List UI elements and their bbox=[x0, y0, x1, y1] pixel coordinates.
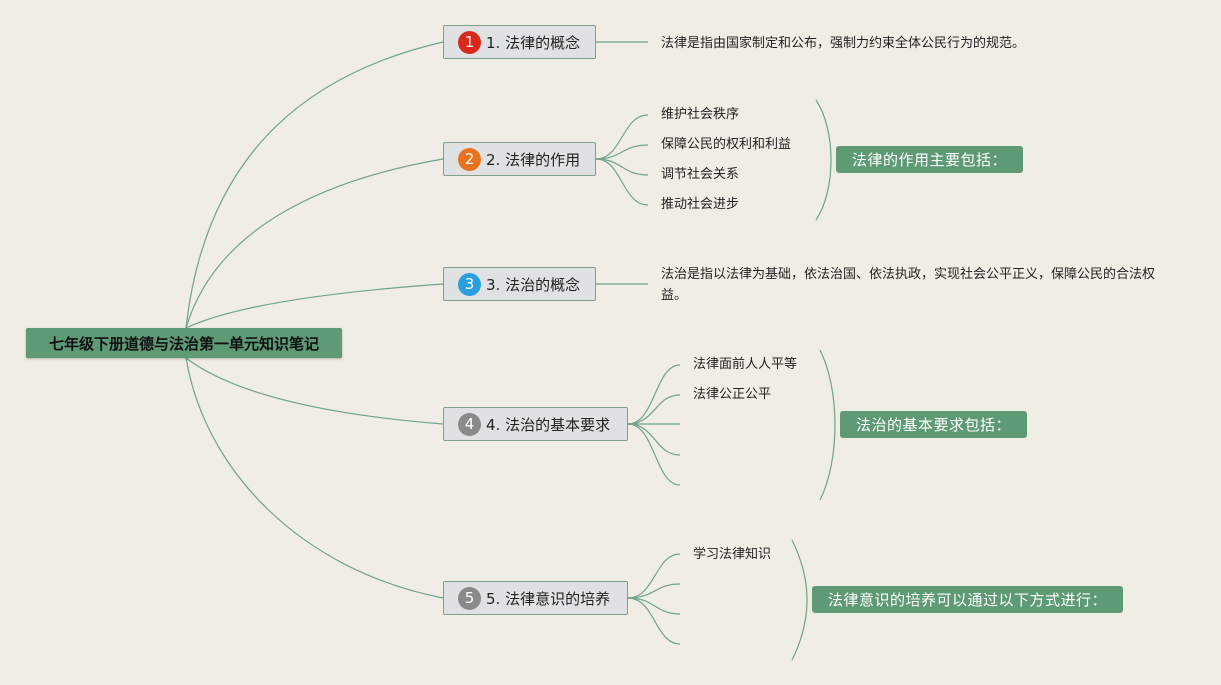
note-rule-of-law-concept: 法治是指以法律为基础，依法治国、依法执政，实现社会公平正义，保障公民的合法权益。 bbox=[661, 267, 1156, 303]
link-topic-5-leaf-4 bbox=[627, 597, 681, 645]
leaf-requirement-2[interactable]: 法律公正公平 bbox=[693, 387, 772, 402]
topic-rule-of-law-concept[interactable]: 3 3. 法治的概念 bbox=[443, 267, 596, 301]
topic-law-function[interactable]: 2 2. 法律的作用 bbox=[443, 142, 596, 176]
link-root-topic-5 bbox=[185, 357, 444, 599]
topic-label: 2. 法律的作用 bbox=[486, 150, 581, 169]
link-root-topic-3 bbox=[185, 283, 444, 329]
leaf-function-3[interactable]: 调节社会关系 bbox=[661, 167, 740, 182]
link-root-topic-2 bbox=[185, 158, 444, 329]
root-label: 七年级下册道德与法治第一单元知识笔记 bbox=[48, 334, 319, 353]
link-topic-4-leaf-2 bbox=[627, 394, 681, 425]
link-topic-5-leaf-2 bbox=[627, 583, 681, 599]
leaf-function-1[interactable]: 维护社会秩序 bbox=[661, 107, 740, 122]
link-topic-2-leaf-3 bbox=[595, 158, 649, 176]
link-root-topic-1 bbox=[185, 41, 444, 329]
topic-rule-of-law-requirements[interactable]: 4 4. 法治的基本要求 bbox=[443, 407, 628, 441]
topic-label: 1. 法律的概念 bbox=[486, 33, 581, 52]
link-topic-5-leaf-3 bbox=[627, 597, 681, 615]
link-topic-2-leaf-2 bbox=[595, 144, 649, 160]
number-badge-icon: 5 bbox=[458, 586, 481, 610]
link-topic-4-leaf-1 bbox=[627, 364, 681, 425]
link-root-topic-4 bbox=[185, 357, 444, 425]
link-topic-2-leaf-1 bbox=[595, 114, 649, 160]
brace-requirements bbox=[819, 349, 836, 501]
link-topic-2-leaf-4 bbox=[595, 158, 649, 206]
topic-legal-awareness[interactable]: 5 5. 法律意识的培养 bbox=[443, 581, 628, 615]
leaf-function-2[interactable]: 保障公民的权利和利益 bbox=[661, 137, 792, 152]
number-badge-icon: 2 bbox=[458, 147, 481, 171]
note-law-concept: 法律是指由国家制定和公布，强制力约束全体公民行为的规范。 bbox=[661, 36, 1026, 51]
topic-label: 3. 法治的概念 bbox=[486, 275, 581, 294]
leaf-function-4[interactable]: 推动社会进步 bbox=[661, 197, 740, 212]
leaf-awareness-1[interactable]: 学习法律知识 bbox=[693, 547, 772, 562]
link-topic-4-leaf-5 bbox=[627, 423, 681, 486]
brace-awareness bbox=[791, 539, 808, 661]
topic-label: 5. 法律意识的培养 bbox=[486, 589, 611, 608]
topic-law-concept[interactable]: 1 1. 法律的概念 bbox=[443, 25, 596, 59]
root-node[interactable]: 七年级下册道德与法治第一单元知识笔记 bbox=[26, 328, 342, 358]
summary-law-functions[interactable]: 法律的作用主要包括： bbox=[836, 146, 1024, 173]
number-badge-icon: 1 bbox=[458, 30, 481, 54]
link-topic-4-leaf-4 bbox=[627, 423, 681, 456]
brace-functions bbox=[815, 99, 832, 221]
summary-awareness[interactable]: 法律意识的培养可以通过以下方式进行： bbox=[812, 586, 1124, 613]
topic-label: 4. 法治的基本要求 bbox=[486, 415, 611, 434]
link-topic-5-leaf-1 bbox=[627, 553, 681, 599]
number-badge-icon: 4 bbox=[458, 412, 481, 436]
leaf-requirement-1[interactable]: 法律面前人人平等 bbox=[693, 357, 798, 372]
summary-rule-requirements[interactable]: 法治的基本要求包括： bbox=[840, 411, 1028, 438]
number-badge-icon: 3 bbox=[458, 272, 481, 296]
